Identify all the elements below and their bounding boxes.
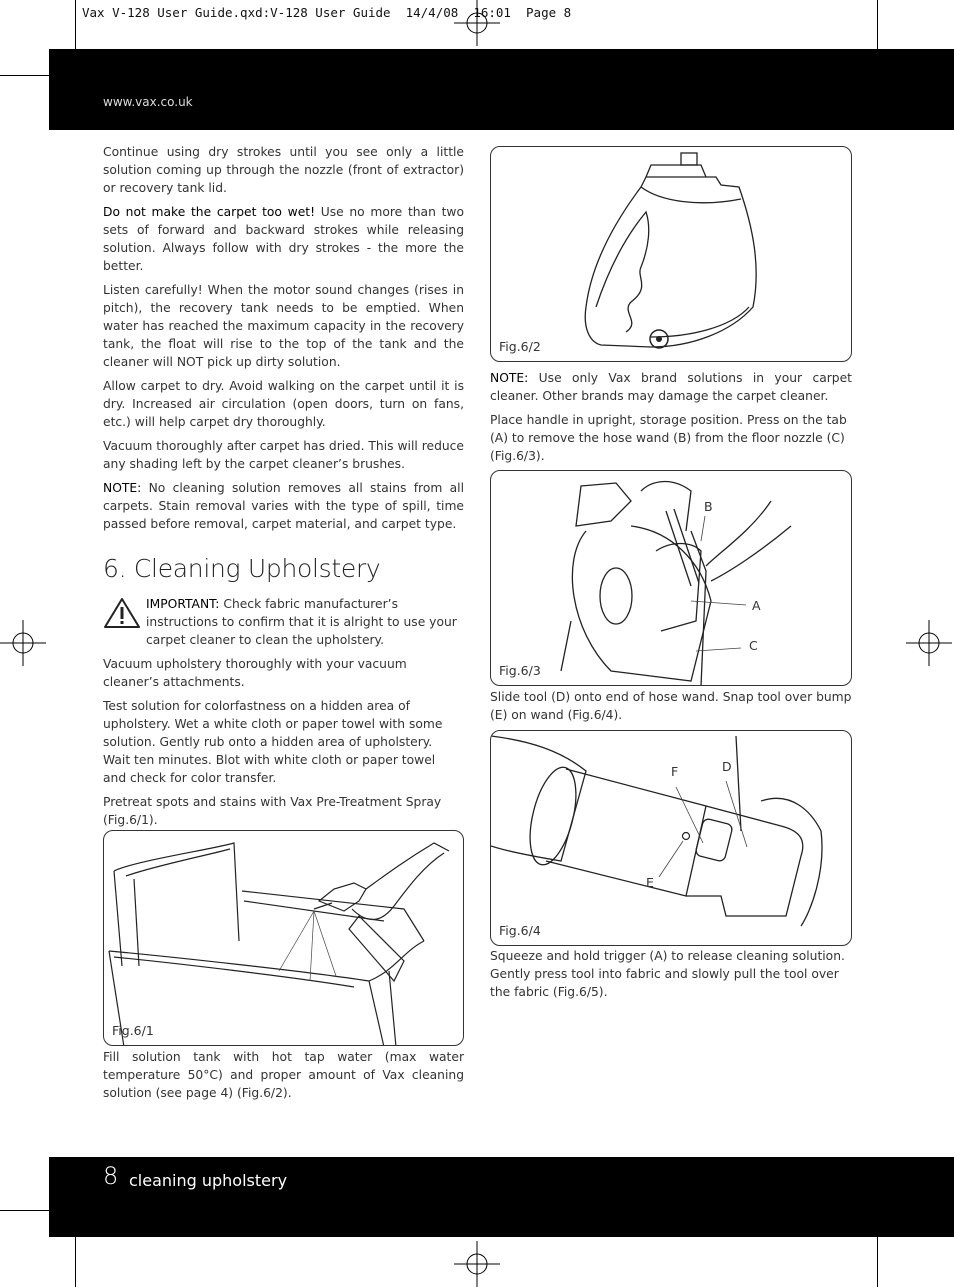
note-lead: NOTE:: [490, 371, 529, 385]
important-lead: IMPORTANT:: [146, 597, 220, 611]
hose-wand-removal-illustration: [560, 480, 792, 685]
section-title: 6. Cleaning Upholstery: [103, 554, 381, 583]
important-notice: IMPORTANT: Check fabric manufacturer’s i…: [103, 595, 464, 649]
callout-label-b: B: [704, 499, 713, 514]
paragraph-slide-tool: Slide tool (D) onto end of hose wand. Sn…: [490, 690, 852, 722]
figure-label: Fig.6/1: [112, 1023, 154, 1038]
registration-mark-icon: [906, 620, 952, 666]
paragraph: Vacuum upholstery thoroughly with your v…: [103, 657, 407, 689]
crop-mark: [877, 0, 878, 49]
paragraph: NOTE: No cleaning solution removes all s…: [103, 481, 464, 531]
registration-mark-icon: [0, 620, 46, 666]
figure-label: Fig.6/3: [499, 663, 541, 678]
figure-label: Fig.6/2: [499, 339, 541, 354]
figure-6-2: Fig.6/2: [490, 146, 852, 362]
paragraph-fill-tank: Fill solution tank with hot tap water (m…: [103, 1050, 464, 1100]
paragraph: Allow carpet to dry. Avoid walking on th…: [103, 379, 464, 429]
footer-band: [49, 1157, 954, 1237]
callout-label-f: F: [671, 764, 679, 779]
armchair-spray-illustration: [108, 842, 450, 1045]
paragraph: Place handle in upright, storage positio…: [490, 413, 847, 463]
crop-mark: [0, 1210, 49, 1211]
crop-mark: [0, 75, 49, 76]
figure-6-1: Fig.6/1: [103, 830, 464, 1046]
paragraph: NOTE: Use only Vax brand solutions in yo…: [490, 371, 852, 403]
callout-label-d: D: [722, 759, 732, 774]
figure-6-4: F D E Fig.6/4: [490, 730, 852, 946]
registration-mark-icon: [454, 0, 500, 46]
paragraph: Pretreat spots and stains with Vax Pre-T…: [103, 795, 442, 827]
crop-mark: [75, 1237, 76, 1287]
footer-section-name: cleaning upholstery: [129, 1171, 288, 1190]
header-band: [49, 49, 954, 130]
warning-triangle-icon: [104, 598, 140, 628]
right-column-top: NOTE: Use only Vax brand solutions in yo…: [490, 369, 852, 471]
figure-6-3: B A C Fig.6/3: [490, 470, 852, 686]
registration-mark-icon: [454, 1241, 500, 1287]
paragraph: Vacuum thoroughly after carpet has dried…: [103, 439, 464, 471]
website-url: www.vax.co.uk: [103, 95, 193, 109]
paragraph: Continue using dry strokes until you see…: [103, 145, 464, 195]
callout-label-c: C: [749, 638, 758, 653]
figure-label: Fig.6/4: [499, 923, 541, 938]
note-lead: NOTE:: [103, 481, 142, 495]
callout-label-e: E: [646, 875, 654, 890]
paragraph: Listen carefully! When the motor sound c…: [103, 283, 464, 369]
file-header: Vax V-128 User Guide.qxd:V-128 User Guid…: [82, 5, 572, 20]
paragraph: Test solution for colorfastness on a hid…: [103, 699, 443, 785]
paragraph-squeeze: Squeeze and hold trigger (A) to release …: [490, 949, 845, 999]
callout-label-a: A: [752, 598, 761, 613]
warning-lead: Do not make the carpet too wet!: [103, 205, 316, 219]
page-number: 8: [103, 1162, 119, 1190]
solution-tank-illustration: [584, 152, 757, 349]
crop-mark: [75, 0, 76, 49]
crop-mark: [877, 1237, 878, 1287]
left-column: Continue using dry strokes until you see…: [103, 143, 464, 835]
paragraph: Do not make the carpet too wet! Use no m…: [103, 205, 464, 273]
tool-attachment-illustration: [491, 735, 823, 927]
